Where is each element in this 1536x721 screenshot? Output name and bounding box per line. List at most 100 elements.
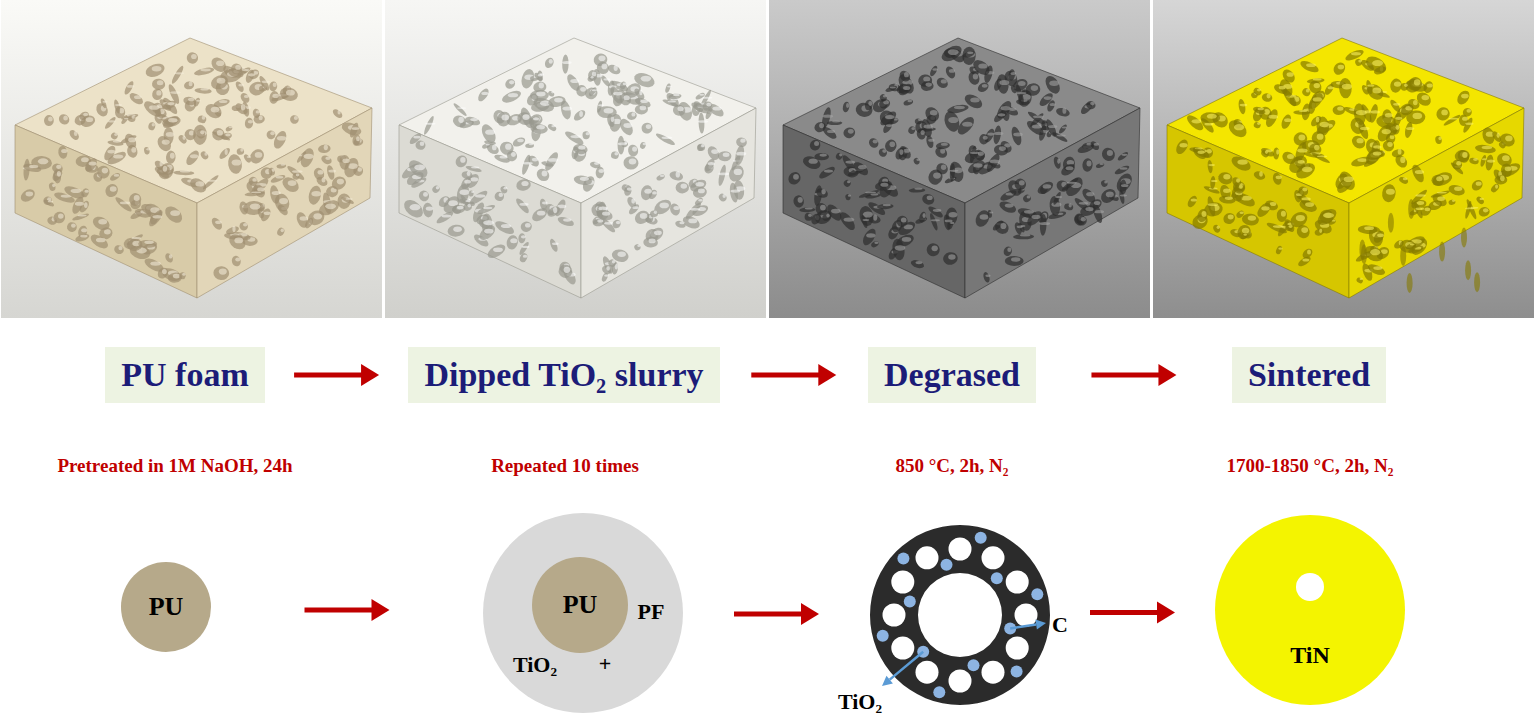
process-arrow [1091, 364, 1176, 386]
foam-highlight [1069, 203, 1072, 207]
foam-pore [943, 214, 952, 231]
foam-pore [199, 150, 209, 161]
foam-pore [1293, 160, 1317, 182]
foam-highlight [553, 207, 557, 213]
foam-pore [946, 103, 969, 114]
foam-pore [993, 218, 1011, 236]
foam-highlight [426, 206, 433, 210]
foam-highlight [679, 221, 684, 224]
foam-highlight [1031, 85, 1038, 91]
foam-highlight [1019, 180, 1025, 185]
particle-label: + [599, 652, 612, 676]
foam-pore [1099, 145, 1117, 163]
foam-highlight [1437, 192, 1447, 194]
foam-pore [18, 187, 37, 205]
foam-highlight [602, 64, 608, 70]
foam-pore [1344, 48, 1365, 63]
foam-highlight [895, 245, 906, 250]
foam-pore [979, 134, 989, 145]
foam-highlight [1081, 217, 1086, 221]
foam-highlight [652, 191, 657, 194]
foam-highlight [134, 195, 140, 201]
foam-highlight [1400, 157, 1405, 163]
foam-pore [188, 175, 209, 195]
foam-highlight [292, 170, 303, 173]
foam-pore [307, 184, 323, 206]
foam-highlight [257, 187, 264, 191]
foam-highlight [1090, 102, 1095, 106]
foam-highlight [1465, 123, 1473, 125]
foam-pore [209, 55, 229, 75]
foam-highlight [1013, 133, 1023, 137]
foam-highlight [132, 115, 135, 118]
foam-pore [1447, 183, 1466, 197]
foam-pore [837, 210, 857, 233]
foam-pore [144, 61, 167, 79]
foam-highlight [1057, 158, 1060, 164]
foam-pore [698, 144, 706, 151]
foam-pore [185, 50, 201, 66]
foam-highlight [294, 116, 298, 120]
foam-highlight [1316, 117, 1320, 123]
foam-highlight [1094, 201, 1100, 205]
foam-highlight [1202, 211, 1207, 217]
foam-pore [107, 140, 124, 147]
foam-pore [1301, 87, 1312, 98]
foam-pore [1044, 118, 1058, 138]
tio2-particle [1011, 666, 1023, 678]
foam-pore [1297, 185, 1310, 198]
foam-highlight [954, 106, 965, 109]
foam-highlight [215, 220, 222, 224]
foam-pore [193, 125, 207, 145]
foam-pore [74, 232, 90, 243]
foam-pore [234, 80, 245, 93]
pore-void [982, 546, 1005, 569]
foam-pore [1061, 176, 1080, 192]
foam-pore [68, 128, 81, 141]
foam-pore [894, 146, 906, 161]
foam-pore [543, 56, 555, 69]
foam-pore [821, 125, 839, 141]
foam-pore [875, 181, 892, 191]
foam-highlight [890, 142, 896, 148]
foam-pore [935, 76, 950, 91]
foam-highlight [1500, 175, 1505, 181]
arrow-shaft [294, 373, 365, 378]
foam-highlight [1225, 197, 1233, 200]
foam-pore [695, 92, 706, 101]
foam-highlight [711, 149, 718, 154]
arrow-shaft [734, 612, 805, 617]
foam-pore [804, 212, 812, 221]
foam-highlight [926, 83, 932, 87]
foam-pore [225, 125, 233, 132]
foam-pore [147, 208, 165, 228]
foam-highlight [978, 152, 984, 156]
process-label: PU foam [121, 356, 248, 393]
foam-highlight [1306, 89, 1310, 93]
foam-pore [1400, 246, 1406, 266]
foam-highlight [549, 59, 553, 64]
foam-highlight [627, 188, 632, 191]
foam-highlight [500, 156, 508, 159]
foam-pore [1422, 80, 1435, 94]
foam-highlight [84, 190, 89, 193]
foam-pore [539, 198, 548, 211]
foam-highlight [949, 212, 958, 217]
panel-background [385, 0, 766, 318]
foam-pore [505, 234, 519, 251]
foam-pore [817, 165, 836, 181]
foam-highlight [98, 219, 107, 224]
foam-highlight [678, 106, 684, 111]
foam-pore [1297, 255, 1313, 268]
foam-pore [1392, 123, 1400, 135]
foam-highlight [903, 86, 910, 90]
foam-highlight [1043, 184, 1052, 188]
foam-pore [530, 205, 550, 224]
foam-highlight [523, 162, 533, 165]
foam-pore [1410, 163, 1427, 184]
foam-highlight [994, 132, 1003, 135]
foam-pore [1272, 82, 1288, 96]
condition-note: 1700-1850 °C, 2h, N₂ [1227, 455, 1394, 478]
foam-highlight [1299, 135, 1306, 141]
foam-highlight [612, 260, 616, 263]
